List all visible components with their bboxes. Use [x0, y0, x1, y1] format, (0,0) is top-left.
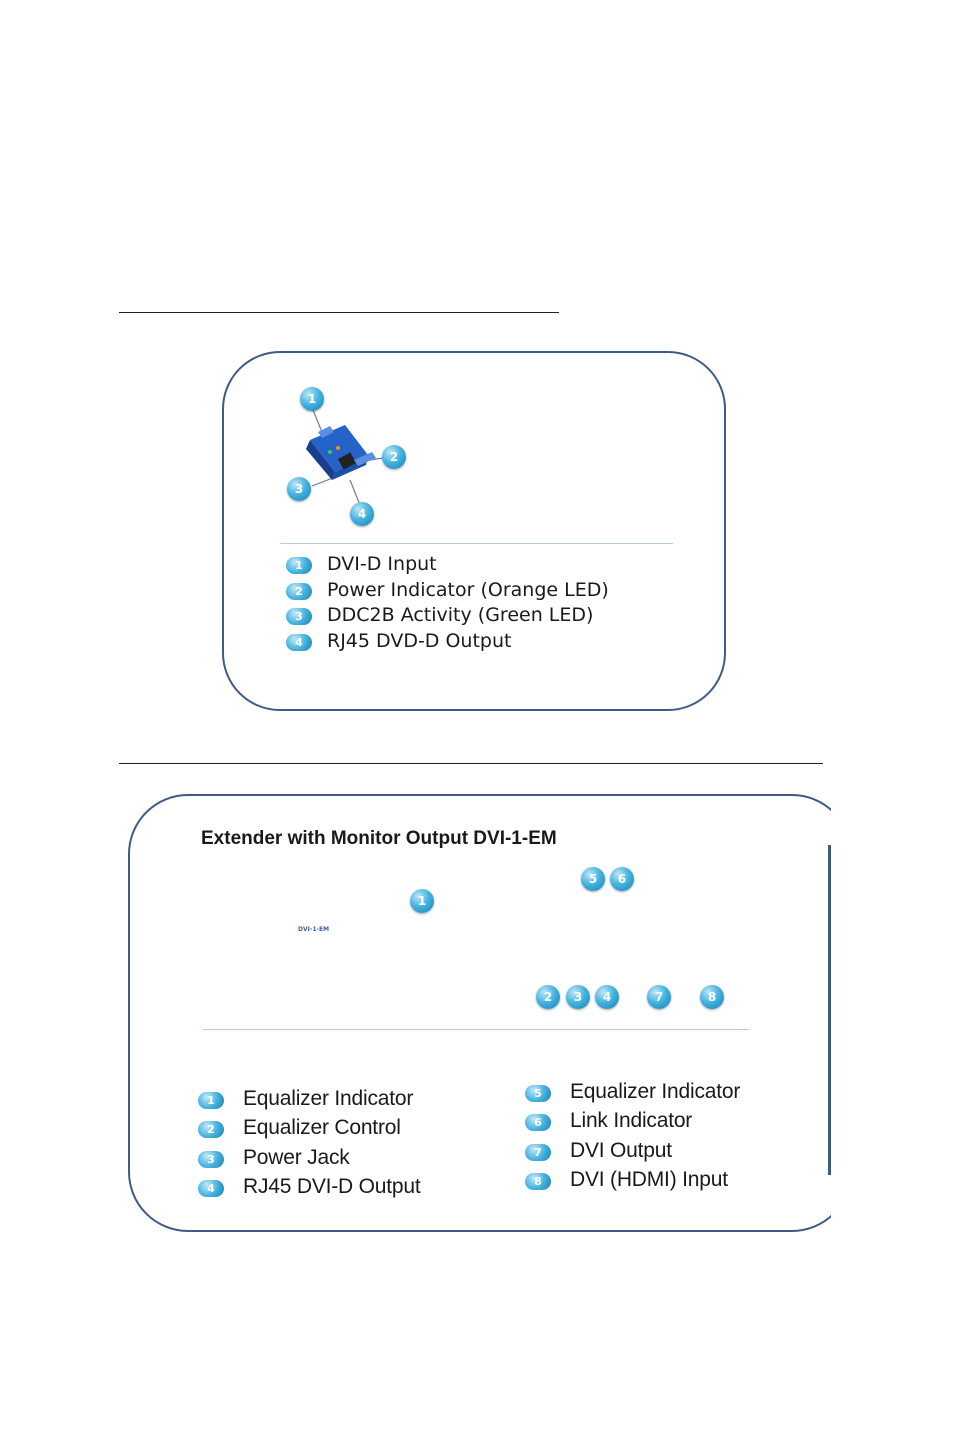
- callout-p2-5-badge: 5: [581, 867, 605, 891]
- section-rule-1: [119, 312, 559, 313]
- callout-p2-4-badge: 4: [595, 985, 619, 1009]
- legend-2-label: Power Indicator (Orange LED): [327, 579, 609, 601]
- panel2-right-edge: [828, 845, 831, 1175]
- legend-4-badge: 4: [286, 634, 312, 651]
- legend-p2-2-label: Equalizer Control: [243, 1116, 401, 1139]
- legend-p2-4-badge: 4: [198, 1180, 224, 1197]
- legend-p2-1-label: Equalizer Indicator: [243, 1087, 414, 1110]
- legend-4-label: RJ45 DVD-D Output: [327, 630, 512, 652]
- panel1-divider: [280, 543, 673, 544]
- callout-p2-1-badge: 1: [410, 889, 434, 913]
- callout-p2-7-badge: 7: [647, 985, 671, 1009]
- panel2-divider: [203, 1029, 749, 1030]
- legend-p2-8-badge: 8: [525, 1173, 551, 1190]
- legend-p2-6-badge: 6: [525, 1114, 551, 1131]
- legend-3-label: DDC2B Activity (Green LED): [327, 604, 594, 626]
- callout-4-badge: 4: [350, 502, 374, 526]
- callout-1-badge: 1: [300, 387, 324, 411]
- callout-p2-8-badge: 8: [700, 985, 724, 1009]
- legend-p2-8-label: DVI (HDMI) Input: [570, 1168, 728, 1191]
- callout-3-badge: 3: [287, 477, 311, 501]
- callout-p2-2-badge: 2: [536, 985, 560, 1009]
- panel2-right-clip: [831, 780, 954, 1250]
- legend-2-badge: 2: [286, 583, 312, 600]
- callout-p2-3-badge: 3: [566, 985, 590, 1009]
- legend-p2-5-label: Equalizer Indicator: [570, 1080, 741, 1103]
- panel-extender: [128, 794, 852, 1232]
- legend-p2-4-label: RJ45 DVI-D Output: [243, 1175, 421, 1198]
- callout-p2-6-badge: 6: [610, 867, 634, 891]
- legend-p2-7-badge: 7: [525, 1144, 551, 1161]
- legend-p2-1-badge: 1: [198, 1092, 224, 1109]
- legend-p2-2-badge: 2: [198, 1121, 224, 1138]
- legend-p2-5-badge: 5: [525, 1085, 551, 1102]
- legend-1-badge: 1: [286, 557, 312, 574]
- panel2-title: Extender with Monitor Output DVI-1-EM: [201, 828, 557, 849]
- device-model-label: DVI-1-EM: [298, 926, 330, 933]
- legend-1-label: DVI-D Input: [327, 553, 437, 575]
- panel-adapter: [222, 351, 726, 711]
- dvi-adapter-image: [306, 425, 376, 480]
- section-rule-2: [119, 763, 823, 764]
- callout-2-badge: 2: [382, 445, 406, 469]
- legend-p2-7-label: DVI Output: [570, 1139, 672, 1162]
- legend-p2-3-badge: 3: [198, 1151, 224, 1168]
- legend-p2-6-label: Link Indicator: [570, 1109, 693, 1132]
- legend-p2-3-label: Power Jack: [243, 1146, 350, 1169]
- legend-3-badge: 3: [286, 608, 312, 625]
